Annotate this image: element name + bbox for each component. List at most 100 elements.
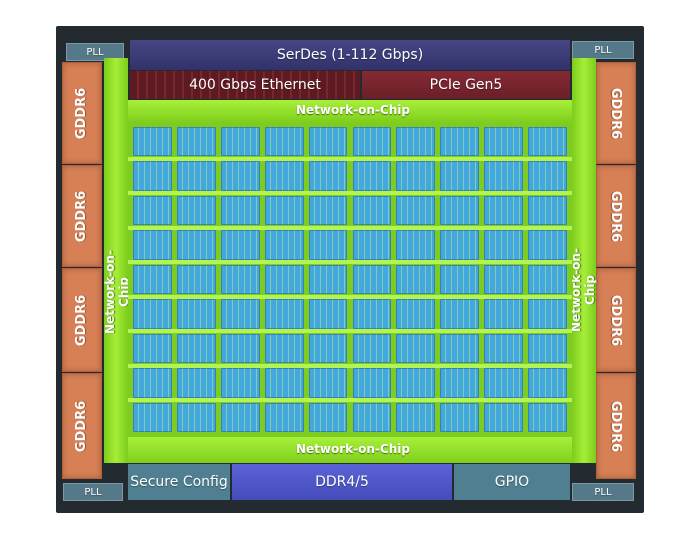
- core-tile: [308, 161, 348, 191]
- core-tile: [308, 264, 348, 295]
- noc-left: [104, 58, 128, 463]
- core-tile: [133, 299, 172, 329]
- core-tile: [220, 368, 260, 398]
- noc-row-bar: [128, 225, 572, 230]
- core-tile: [220, 402, 260, 432]
- gddr6-right-2: GDDR6: [596, 165, 636, 267]
- core-tile: [528, 230, 567, 260]
- gddr6-left-4: GDDR6: [62, 373, 102, 479]
- core-tile: [396, 368, 436, 398]
- core-tile: [220, 333, 260, 364]
- gpio-block: GPIO: [454, 464, 570, 500]
- core-tile: [264, 368, 304, 398]
- core-tile: [484, 127, 524, 157]
- core-tile: [220, 230, 260, 260]
- core-tile: [308, 230, 348, 260]
- core-tile: [220, 299, 260, 329]
- core-tile: [440, 161, 480, 191]
- core-tile: [176, 264, 216, 295]
- core-tile: [352, 299, 392, 329]
- core-tile: [352, 333, 392, 364]
- core-tile: [484, 264, 524, 295]
- core-tile: [484, 402, 524, 432]
- core-tile: [264, 264, 304, 295]
- core-tile: [528, 127, 567, 157]
- core-tile: [484, 195, 524, 226]
- pll-top-right: PLL: [572, 41, 634, 59]
- core-tile: [220, 195, 260, 226]
- core-tile: [440, 368, 480, 398]
- gddr6-right-1: GDDR6: [596, 62, 636, 164]
- core-tile: [396, 161, 436, 191]
- core-tile: [133, 127, 172, 157]
- core-tile: [133, 368, 172, 398]
- ddr-block: DDR4/5: [232, 464, 452, 500]
- noc-row-bar: [128, 191, 572, 196]
- secure-config-block: Secure Config: [128, 464, 230, 500]
- core-tile: [352, 402, 392, 432]
- gddr6-left-2: GDDR6: [62, 165, 102, 267]
- core-tile: [440, 264, 480, 295]
- pll-bottom-left: PLL: [63, 483, 123, 501]
- core-tile: [352, 161, 392, 191]
- core-tile: [133, 333, 172, 364]
- core-tile: [133, 230, 172, 260]
- core-tile: [352, 230, 392, 260]
- noc-right: [572, 58, 596, 463]
- core-tile: [220, 161, 260, 191]
- core-tile: [176, 195, 216, 226]
- core-tile: [176, 127, 216, 157]
- ethernet-block: 400 Gbps Ethernet: [130, 71, 360, 99]
- core-tile: [396, 264, 436, 295]
- noc-right-label: Network-on-Chip: [569, 248, 597, 332]
- core-tile: [528, 333, 567, 364]
- core-tile: [528, 299, 567, 329]
- core-tile: [396, 195, 436, 226]
- core-tile: [352, 264, 392, 295]
- core-tile: [176, 402, 216, 432]
- core-tile: [440, 402, 480, 432]
- core-tile: [133, 264, 172, 295]
- core-tile: [396, 127, 436, 157]
- core-tile: [528, 161, 567, 191]
- core-array: [128, 122, 572, 437]
- ethernet-label: 400 Gbps Ethernet: [189, 77, 321, 93]
- core-tile: [176, 230, 216, 260]
- core-tile: [440, 230, 480, 260]
- core-tile: [528, 368, 567, 398]
- core-tile: [308, 299, 348, 329]
- pll-bottom-right: PLL: [572, 483, 634, 501]
- core-tile: [176, 368, 216, 398]
- noc-row-bar: [128, 294, 572, 299]
- gddr6-right-4: GDDR6: [596, 373, 636, 479]
- noc-bottom-label: Network-on-Chip: [296, 442, 410, 456]
- core-tile: [396, 299, 436, 329]
- noc-top-label: Network-on-Chip: [296, 103, 410, 117]
- core-tile: [484, 333, 524, 364]
- core-tile: [308, 195, 348, 226]
- core-tile: [440, 333, 480, 364]
- core-tile: [176, 299, 216, 329]
- gddr6-right-3: GDDR6: [596, 268, 636, 372]
- core-tile: [264, 127, 304, 157]
- core-tile: [396, 230, 436, 260]
- noc-top: [104, 100, 594, 122]
- noc-row-bar: [128, 260, 572, 265]
- core-tile: [528, 402, 567, 432]
- core-tile: [264, 230, 304, 260]
- noc-left-label: Network-on-Chip: [103, 250, 131, 334]
- core-tile: [220, 127, 260, 157]
- core-tile: [528, 195, 567, 226]
- core-tile: [264, 333, 304, 364]
- core-tile: [308, 333, 348, 364]
- core-tile: [528, 264, 567, 295]
- pcie-block: PCIe Gen5: [362, 71, 570, 99]
- gddr6-left-3: GDDR6: [62, 268, 102, 372]
- serdes-block: SerDes (1-112 Gbps): [130, 40, 570, 70]
- core-tile: [308, 127, 348, 157]
- core-tile: [176, 161, 216, 191]
- noc-row-bar: [128, 329, 572, 334]
- core-tile: [220, 264, 260, 295]
- core-tile: [308, 402, 348, 432]
- noc-bottom: [104, 437, 594, 463]
